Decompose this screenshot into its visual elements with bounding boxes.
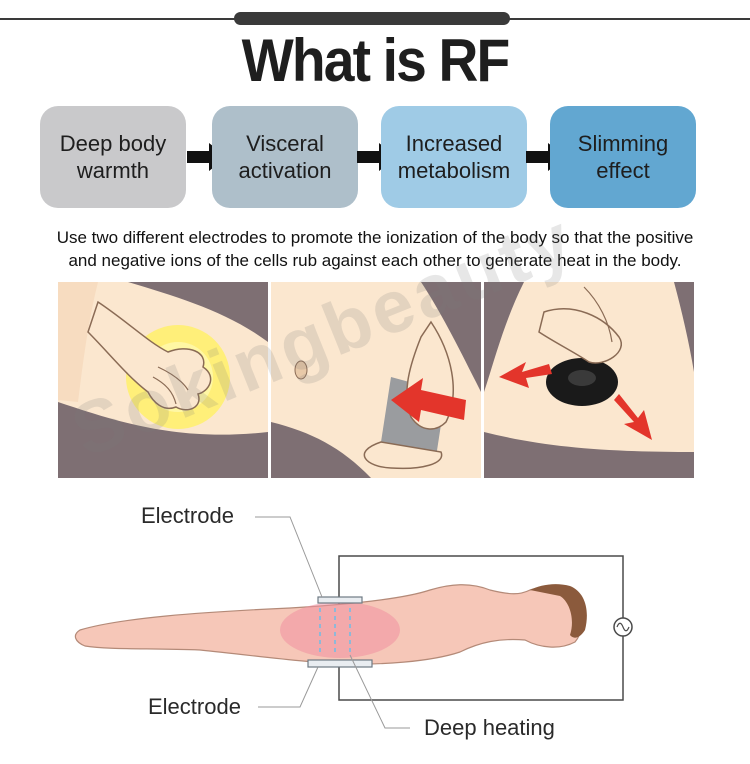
heated-zone — [280, 602, 400, 658]
illustration-panel-warmth — [58, 282, 268, 478]
illustration-panel-electrode — [484, 282, 694, 478]
electrode-diagram — [74, 516, 633, 729]
illustration-panel-massage — [271, 282, 481, 478]
electrode-label-top: Electrode — [141, 503, 234, 528]
page-title: What is RF — [241, 27, 511, 94]
electrode-bottom-plate — [307, 659, 373, 668]
deep-heating-label: Deep heating — [424, 715, 555, 740]
top-bar-pill — [234, 12, 510, 25]
electrode-label-bottom: Electrode — [148, 694, 241, 719]
description: Use two different electrodes to promote … — [56, 228, 694, 270]
electrode-top-plate — [317, 596, 363, 604]
hair — [530, 584, 587, 638]
